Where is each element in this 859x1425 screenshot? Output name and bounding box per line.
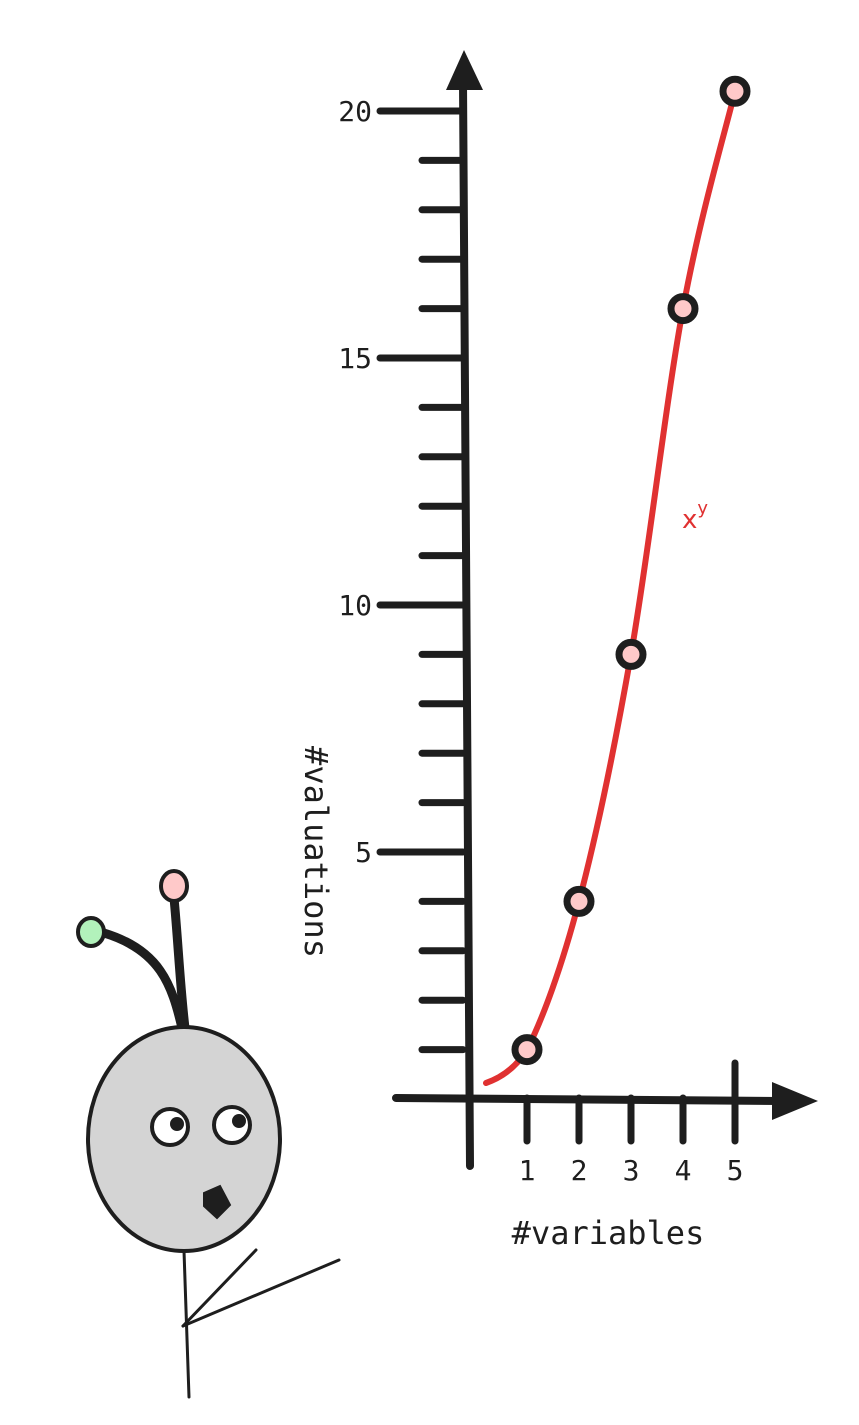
antenna-left-tip — [76, 916, 106, 948]
y-axis-title: #valuations — [297, 746, 335, 958]
antenna-right-tip — [159, 869, 189, 903]
x-axis: 1 2 3 4 5 — [392, 1059, 818, 1187]
data-point-2 — [563, 885, 595, 917]
y-axis: 5 10 15 20 — [338, 50, 483, 1170]
series-line-xy — [483, 88, 738, 1086]
right-pupil — [232, 1114, 246, 1128]
x-axis-line — [392, 1094, 784, 1105]
x-tick-label-5: 5 — [727, 1154, 744, 1187]
y-tick-label-10: 10 — [338, 589, 372, 622]
data-point-5 — [719, 75, 751, 107]
data-point-4 — [667, 293, 699, 325]
x-axis-arrowhead — [772, 1082, 818, 1120]
y-tick-label-15: 15 — [338, 342, 372, 375]
series-label: xy — [682, 498, 708, 535]
left-pupil — [170, 1117, 184, 1131]
antenna-left — [99, 928, 187, 1033]
series-label-base: x — [682, 505, 697, 535]
y-axis-line — [459, 78, 474, 1170]
y-tick-label-5: 5 — [355, 836, 372, 869]
y-tick-label-20: 20 — [338, 95, 372, 128]
x-tick-label-2: 2 — [571, 1154, 588, 1187]
series-label-superscript: y — [697, 498, 708, 519]
x-tick-label-1: 1 — [519, 1154, 536, 1187]
data-point-3 — [615, 638, 647, 670]
antenna-right — [169, 893, 190, 1033]
x-tick-label-4: 4 — [675, 1154, 692, 1187]
figure-arm-lower — [181, 1258, 341, 1328]
mouth — [203, 1184, 232, 1220]
x-axis-title: #variables — [512, 1214, 705, 1252]
y-axis-arrowhead — [446, 50, 483, 90]
stick-figure — [76, 869, 341, 1399]
data-point-1 — [511, 1034, 543, 1066]
figure-arm-upper — [181, 1248, 258, 1328]
x-tick-label-3: 3 — [623, 1154, 640, 1187]
series-layer — [483, 75, 751, 1086]
